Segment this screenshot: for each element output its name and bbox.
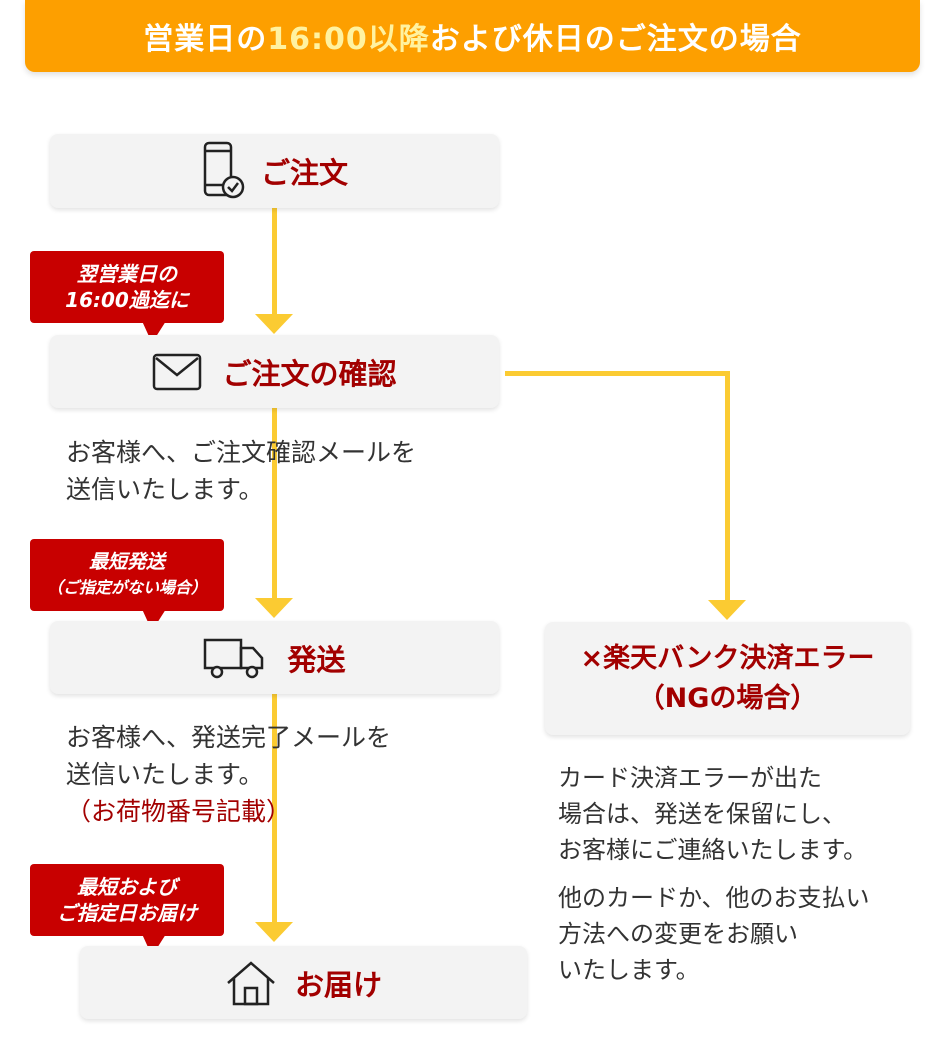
step-confirm-title: ご注文の確認 [222,356,397,391]
connector-confirm-error-v [725,371,730,603]
connector-confirm-ship [272,408,277,602]
step-confirm: ご注文の確認 [50,335,499,408]
truck-icon [203,636,265,680]
header-banner: 営業日の16:00以降および休日のご注文の場合 [25,0,920,72]
badge-deliver-line2: ご指定日お届け [57,901,197,925]
badge-ship: 最短発送 （ご指定がない場合） [30,539,224,631]
arrow-to-ship [255,598,293,618]
confirm-desc-line1: お客様へ、ご注文確認メールを [66,438,417,467]
step-deliver: お届け [80,946,527,1019]
arrow-to-confirm [255,314,293,334]
error-para2-line1: 他のカードか、他のお支払い [558,884,870,912]
error-para2-line2: 方法への変更をお願い [558,920,798,948]
error-para1-line1: カード決済エラーが出た [558,764,822,792]
header-title: 営業日の16:00以降および休日のご注文の場合 [143,14,802,58]
step-ship: 発送 [50,621,499,694]
badge-deliver: 最短および ご指定日お届け [30,864,224,956]
error-description: カード決済エラーが出た 場合は、発送を保留にし、 お客様にご連絡いたします。 他… [558,760,870,988]
error-title-line1: ×楽天バンク決済エラー [580,642,875,674]
badge-deliver-line1: 最短および [77,875,177,899]
header-title-highlight: 16:00以降 [267,22,430,57]
connector-ship-deliver [272,694,277,926]
connector-confirm-error-h [505,371,730,376]
error-box: ×楽天バンク決済エラー （NGの場合） [545,622,910,735]
ship-desc-line2: 送信いたします。 [66,760,264,789]
header-title-pre: 営業日の [143,22,268,57]
house-icon [225,959,277,1007]
arrow-to-deliver [255,922,293,942]
error-para1-line3: お客様にご連絡いたします。 [558,836,868,864]
error-para2-line3: いたします。 [558,956,700,984]
error-title-line2: （NGの場合） [637,682,818,714]
badge-confirm-line1: 翌営業日の [77,262,177,286]
arrow-to-error [708,600,746,620]
envelope-icon [152,353,202,391]
step-order-title: ご注文 [260,156,348,190]
header-title-post: および休日のご注文の場合 [429,22,802,57]
step-order: ご注文 [50,134,499,208]
step-deliver-title: お届け [294,967,382,1002]
error-para1-line2: 場合は、発送を保留にし、 [558,800,846,828]
badge-ship-line1: 最短発送 [88,551,165,573]
badge-confirm-line2: 16:00過迄に [65,288,189,312]
ship-desc-line3: （お荷物番号記載） [66,797,292,826]
ship-desc-line1: お客様へ、発送完了メールを [66,723,392,752]
confirm-desc-line2: 送信いたします。 [66,475,264,504]
step-confirm-description: お客様へ、ご注文確認メールを 送信いたします。 [66,434,416,508]
step-ship-description: お客様へ、発送完了メールを 送信いたします。 （お荷物番号記載） [66,719,391,830]
badge-ship-line2: （ご指定がない場合） [46,578,207,597]
connector-order-confirm [272,208,277,318]
smartphone-check-icon [201,141,245,201]
badge-confirm: 翌営業日の 16:00過迄に [30,251,224,343]
step-ship-title: 発送 [287,642,346,677]
